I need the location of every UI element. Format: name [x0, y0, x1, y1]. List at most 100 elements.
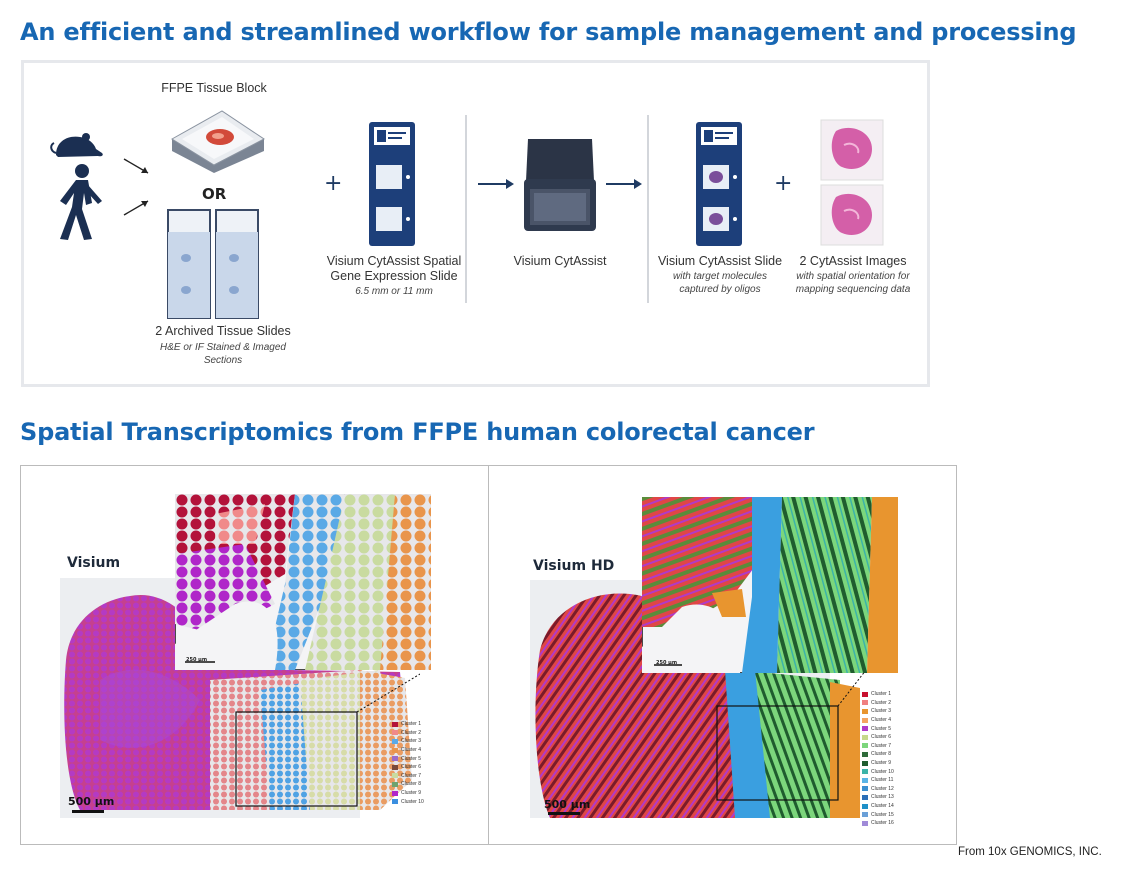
diagonal-arrows: [123, 158, 149, 216]
visium-inset-scale-label: 250 µm: [186, 657, 208, 663]
legend-label: Cluster 16: [871, 820, 894, 827]
visium-inset-zoom: [175, 494, 431, 670]
archived-slides-label: 2 Archived Tissue Slides: [155, 324, 291, 338]
legend-label: Cluster 9: [401, 790, 422, 797]
legend-swatch: [862, 734, 868, 740]
legend-label: Cluster 3: [401, 738, 422, 745]
legend-label: Cluster 13: [871, 794, 894, 801]
legend-item: Cluster 4: [392, 746, 432, 755]
legend-item: Cluster 10: [392, 797, 432, 806]
legend-swatch: [862, 708, 868, 714]
images-label: 2 CytAssist Images: [799, 254, 907, 268]
separator-1: [465, 115, 467, 303]
legend-swatch: [862, 769, 868, 775]
legend-label: Cluster 3: [871, 708, 892, 715]
legend-label: Cluster 6: [401, 764, 422, 771]
legend-swatch: [862, 820, 868, 826]
visium-scale-label: 500 µm: [68, 795, 115, 808]
legend-item: Cluster 13: [862, 793, 906, 802]
legend-swatch: [392, 773, 398, 779]
legend-label: Cluster 10: [401, 798, 424, 805]
person-walking-icon: [60, 164, 102, 240]
legend-label: Cluster 6: [871, 734, 892, 741]
legend-item: Cluster 6: [862, 733, 906, 742]
visium-hd-inset-zoom: [642, 497, 898, 673]
legend-swatch: [862, 786, 868, 792]
legend-swatch: [392, 764, 398, 770]
visium-scale-bar: [72, 810, 104, 813]
legend-swatch: [392, 747, 398, 753]
legend-item: Cluster 2: [862, 699, 906, 708]
legend-swatch: [862, 691, 868, 697]
legend-label: Cluster 9: [871, 760, 892, 767]
legend-swatch: [862, 700, 868, 706]
or-label: OR: [202, 185, 227, 203]
visium-hd-scale-bar: [548, 812, 580, 815]
legend-label: Cluster 2: [401, 729, 422, 736]
plus-sign-1: +: [324, 171, 343, 196]
legend-item: Cluster 14: [862, 802, 906, 811]
cytassist-images-illustration: [820, 119, 884, 246]
legend-label: Cluster 15: [871, 811, 894, 818]
visium-hd-tissue-map: [530, 580, 867, 818]
legend-item: Cluster 16: [862, 819, 906, 828]
archived-slides-sub: H&E or IF Stained & Imaged Sections: [160, 342, 286, 366]
legend-item: Cluster 7: [862, 742, 906, 751]
legend-item: Cluster 5: [862, 724, 906, 733]
legend-label: Cluster 4: [401, 747, 422, 754]
legend-label: Cluster 5: [871, 725, 892, 732]
legend-label: Cluster 12: [871, 785, 894, 792]
legend-swatch: [392, 799, 398, 805]
legend-swatch: [862, 760, 868, 766]
legend-label: Cluster 1: [401, 721, 422, 728]
legend-swatch: [392, 756, 398, 762]
legend-label: Cluster 14: [871, 803, 894, 810]
legend-item: Cluster 5: [392, 754, 432, 763]
legend-item: Cluster 1: [862, 690, 906, 699]
legend-item: Cluster 9: [392, 789, 432, 798]
credit-text: From 10x GENOMICS, INC.: [958, 846, 1102, 858]
instrument-label: Visium CytAssist: [513, 254, 607, 268]
gex-slide-label: Visium CytAssist Spatial Gene Expression…: [326, 254, 462, 283]
legend-item: Cluster 11: [862, 776, 906, 785]
gex-slide-illustration: [369, 122, 415, 246]
workflow-heading: An efficient and streamlined workflow fo…: [20, 18, 1077, 46]
legend-swatch: [392, 781, 398, 787]
legend-label: Cluster 4: [871, 717, 892, 724]
legend-item: Cluster 8: [862, 750, 906, 759]
legend-swatch: [392, 790, 398, 796]
legend-label: Cluster 11: [871, 777, 894, 784]
legend-label: Cluster 7: [401, 772, 422, 779]
ffpe-block-label: FFPE Tissue Block: [161, 81, 267, 95]
legend-item: Cluster 1: [392, 720, 432, 729]
archived-slides-illustration: [167, 209, 259, 319]
workflow-panel: FFPE Tissue Block OR 2 Archived Tissue S…: [21, 60, 930, 387]
visium-hd-inset-scale-label: 250 µm: [656, 660, 678, 666]
visium-title: Visium: [67, 555, 121, 571]
legend-swatch: [862, 794, 868, 800]
legend-swatch: [862, 717, 868, 723]
legend-swatch: [392, 721, 398, 727]
legend-item: Cluster 12: [862, 785, 906, 794]
separator-2: [647, 115, 649, 303]
arrow-right-icon: [478, 179, 514, 189]
captured-slide-sub: with target molecules captured by oligos: [673, 271, 767, 295]
legend-item: Cluster 3: [862, 707, 906, 716]
legend-swatch: [862, 751, 868, 757]
legend-item: Cluster 9: [862, 759, 906, 768]
legend-label: Cluster 8: [871, 751, 892, 758]
legend-swatch: [862, 726, 868, 732]
legend-label: Cluster 1: [871, 691, 892, 698]
legend-swatch: [862, 777, 868, 783]
arrow-right-icon-2: [606, 179, 642, 189]
legend-item: Cluster 8: [392, 780, 432, 789]
plus-sign-2: +: [774, 171, 793, 196]
spatial-heading: Spatial Transcriptomics from FFPE human …: [20, 418, 815, 446]
legend-label: Cluster 8: [401, 781, 422, 788]
gex-slide-sub: 6.5 mm or 11 mm: [355, 286, 433, 297]
cytassist-instrument-illustration: [524, 139, 596, 231]
legend-item: Cluster 10: [862, 767, 906, 776]
legend-swatch: [392, 730, 398, 736]
captured-slide-illustration: [696, 122, 742, 246]
mouse-icon: [50, 133, 103, 157]
